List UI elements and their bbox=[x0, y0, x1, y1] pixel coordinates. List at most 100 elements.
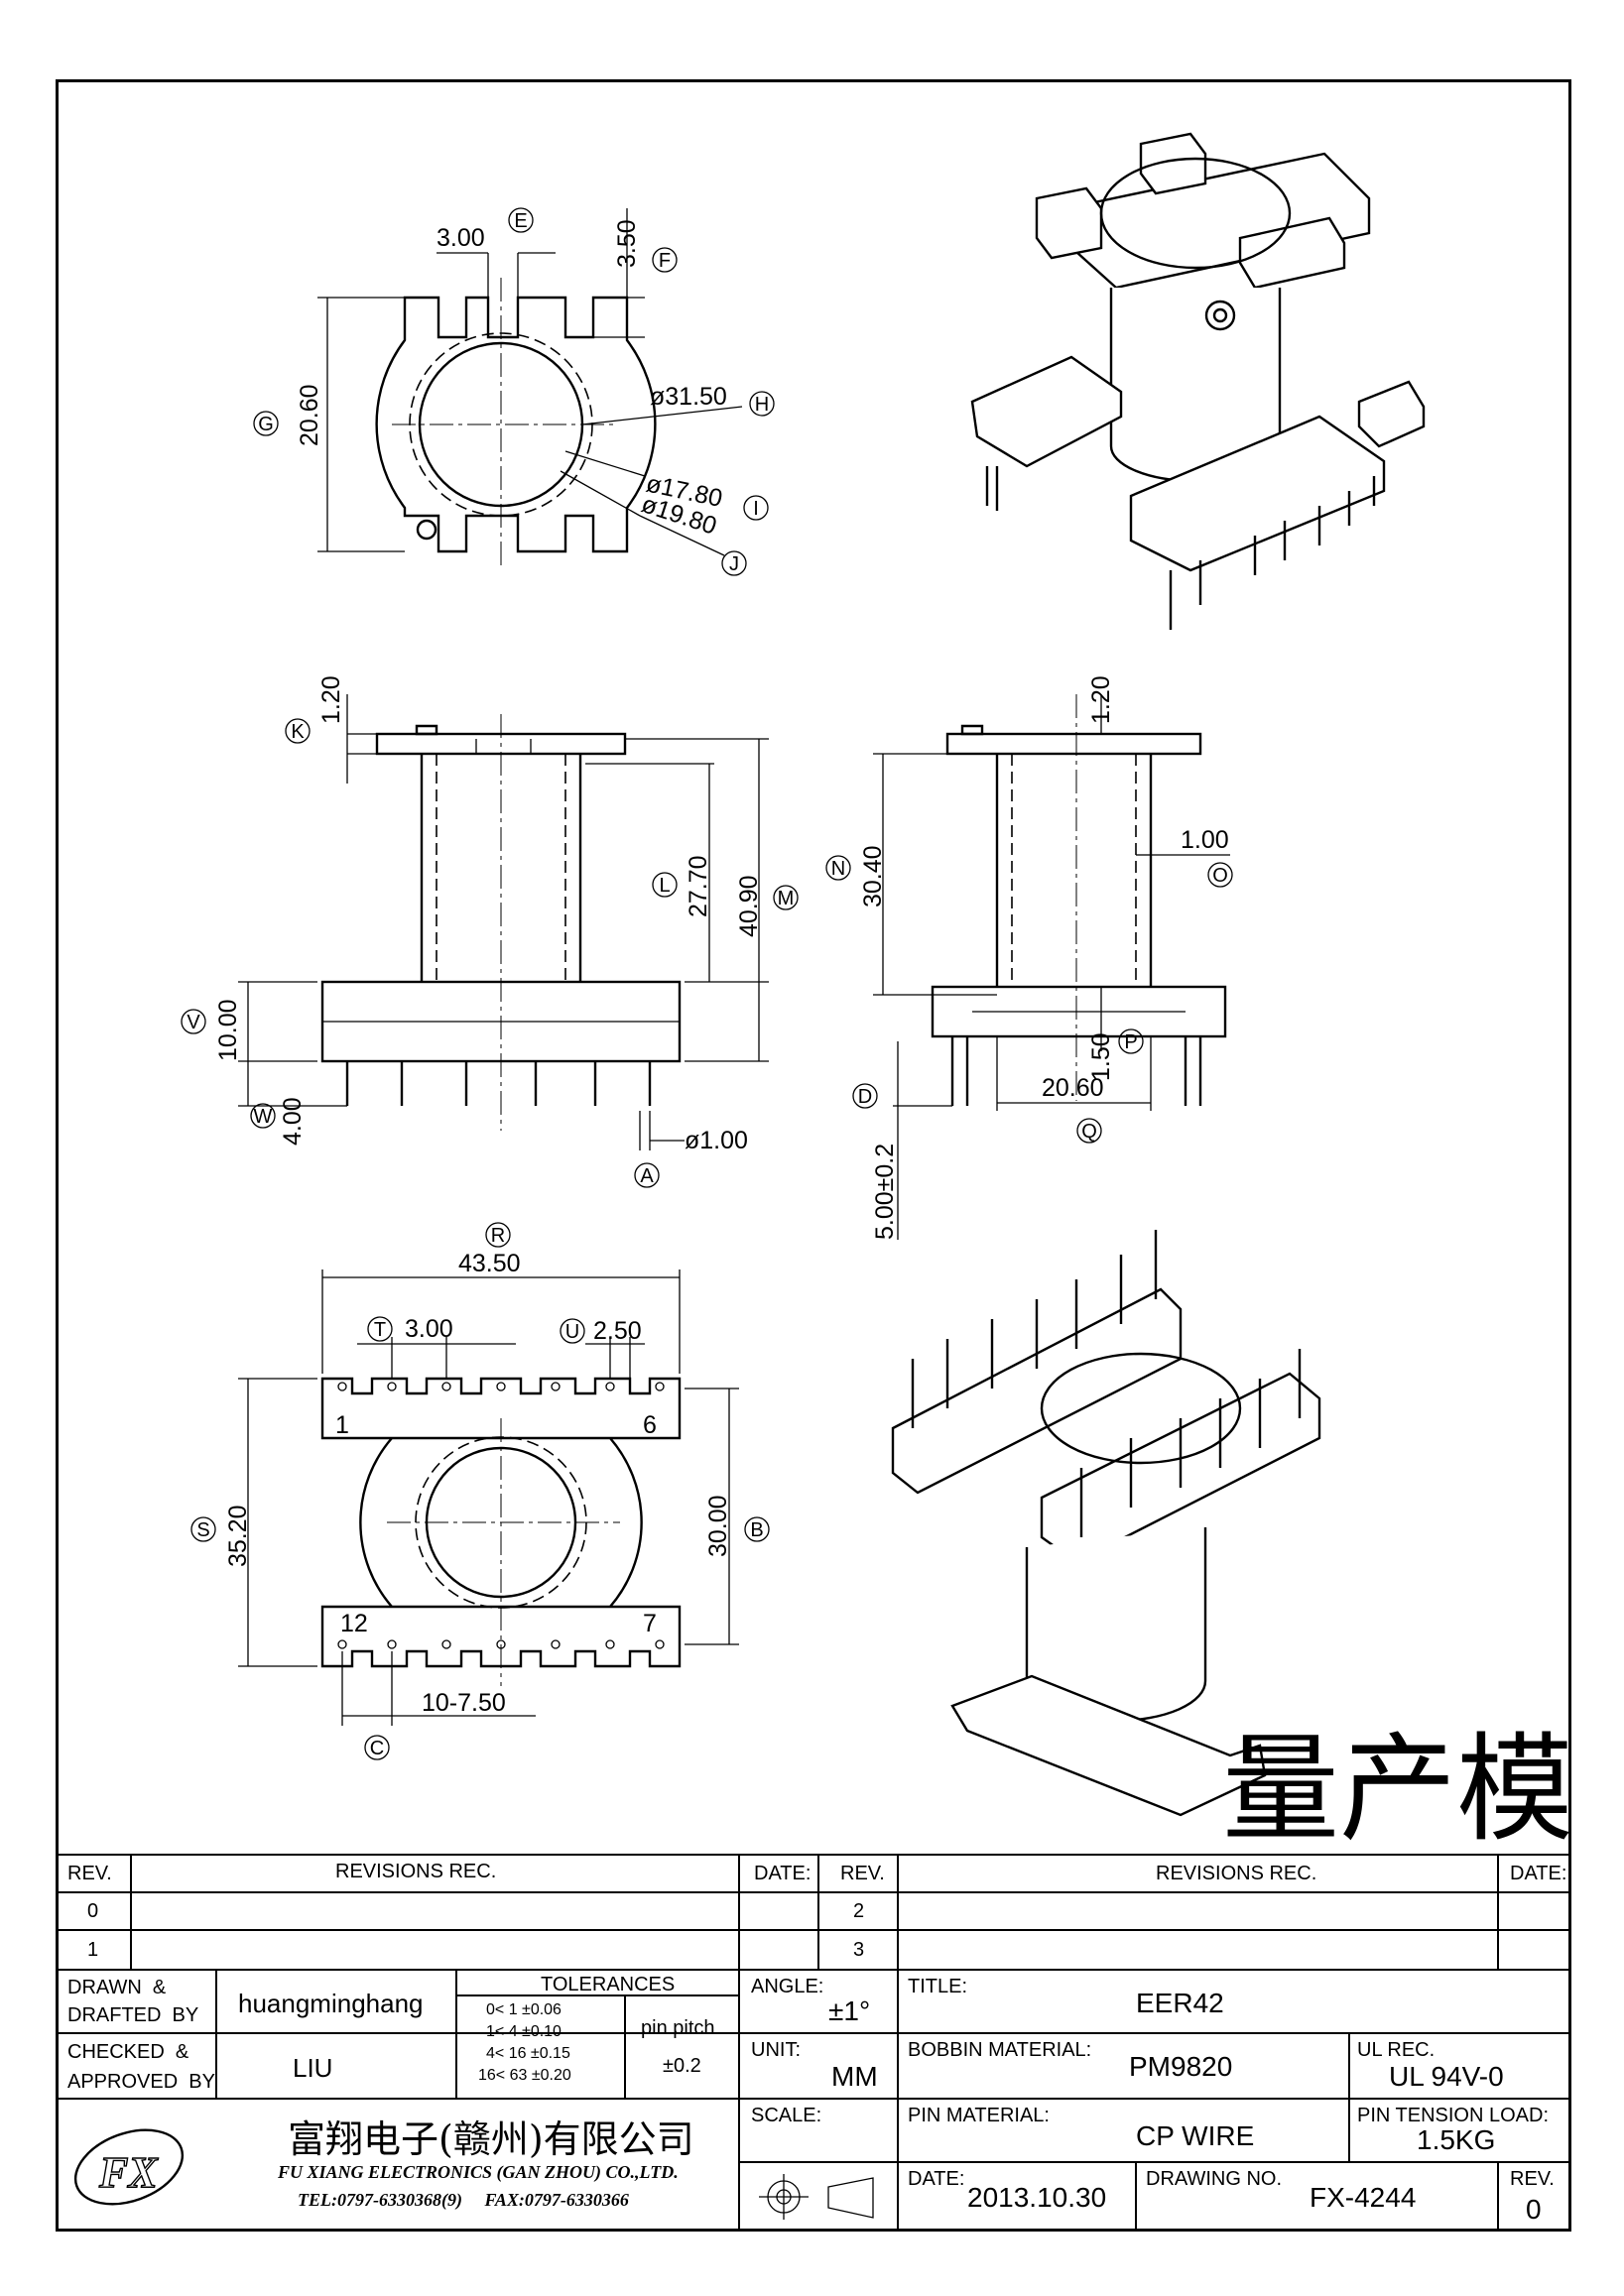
company-name-cn: 富翔电子(赣州)有限公司 bbox=[288, 2117, 694, 2161]
drawn-label: DRAWN & DRAFTED BY bbox=[67, 1977, 199, 2026]
company-logo-icon: FX bbox=[73, 2128, 185, 2206]
rev-header-left: REV. bbox=[67, 1863, 112, 1884]
pin-material-value: CP WIRE bbox=[1136, 2120, 1255, 2151]
mass-production-stamp: 量产模 bbox=[1222, 1721, 1573, 1858]
tolerances-title: TOLERANCES bbox=[541, 1974, 676, 1995]
svg-text:N: N bbox=[831, 858, 845, 880]
title-label: TITLE: bbox=[908, 1976, 968, 1997]
svg-text:D: D bbox=[858, 1086, 872, 1108]
dim-w: 4.00 bbox=[279, 1097, 307, 1146]
checked-label: CHECKED & APPROVED BY bbox=[67, 2041, 215, 2093]
dim-b: 30.00 bbox=[704, 1495, 732, 1557]
side-dim-top: 1.20 bbox=[1087, 675, 1115, 724]
revisions-header-right: REVISIONS REC. bbox=[1156, 1863, 1317, 1884]
tag-m: M bbox=[773, 885, 799, 910]
revisions-header-left: REVISIONS REC. bbox=[335, 1861, 497, 1882]
dim-m: 40.90 bbox=[735, 875, 763, 937]
svg-text:R: R bbox=[491, 1225, 505, 1247]
front-view bbox=[238, 694, 769, 1150]
rev-row-3: 3 bbox=[853, 1939, 865, 1961]
tag-a: A bbox=[634, 1162, 660, 1188]
bobbin-value: PM9820 bbox=[1129, 2051, 1233, 2082]
projection-symbol-icon bbox=[759, 2174, 874, 2220]
svg-text:Q: Q bbox=[1081, 1121, 1097, 1143]
tag-u: U bbox=[560, 1318, 585, 1344]
pin-tension-value: 1.5KG bbox=[1417, 2124, 1496, 2155]
tag-t: T bbox=[367, 1316, 393, 1342]
tag-d: D bbox=[852, 1083, 878, 1109]
side-view bbox=[873, 694, 1230, 1240]
side-view-pins bbox=[950, 1036, 1202, 1106]
dim-t: 3.00 bbox=[405, 1315, 453, 1343]
pin-1: 1 bbox=[335, 1411, 349, 1439]
dim-s: 35.20 bbox=[224, 1505, 252, 1567]
svg-text:P: P bbox=[1124, 1031, 1137, 1053]
svg-text:E: E bbox=[514, 210, 527, 232]
svg-text:V: V bbox=[187, 1012, 200, 1033]
dim-f-height: 3.50 bbox=[613, 219, 641, 268]
tolerance-row-0: 0< 1 ±0.06 bbox=[486, 2001, 562, 2018]
svg-text:C: C bbox=[370, 1738, 384, 1759]
tag-r: R bbox=[485, 1222, 511, 1248]
angle-label: ANGLE: bbox=[751, 1976, 824, 1997]
unit-label: UNIT: bbox=[751, 2039, 801, 2061]
tag-j: J bbox=[721, 550, 747, 576]
svg-text:W: W bbox=[254, 1106, 273, 1128]
tag-c: C bbox=[364, 1735, 390, 1760]
checked-value: LIU bbox=[293, 2053, 333, 2083]
dim-v: 10.00 bbox=[214, 999, 242, 1061]
ul-label: UL REC. bbox=[1357, 2039, 1436, 2061]
drawing-frame bbox=[56, 79, 1571, 2232]
pin-12: 12 bbox=[340, 1610, 368, 1637]
dim-r: 43.50 bbox=[458, 1250, 521, 1277]
date-header-left: DATE: bbox=[754, 1863, 812, 1884]
bottom-view bbox=[238, 1269, 739, 1726]
rev-row-2: 2 bbox=[853, 1900, 865, 1922]
dim-g-height: 20.60 bbox=[296, 384, 323, 446]
scale-label: SCALE: bbox=[751, 2105, 822, 2126]
drawn-value: huangminghang bbox=[238, 1989, 424, 2018]
svg-text:I: I bbox=[753, 498, 759, 520]
tag-p: P bbox=[1118, 1028, 1144, 1054]
svg-text:J: J bbox=[729, 553, 739, 575]
svg-text:K: K bbox=[291, 721, 305, 743]
drawing-no-label: DRAWING NO. bbox=[1146, 2168, 1283, 2190]
angle-value: ±1° bbox=[828, 1995, 871, 2026]
svg-text:A: A bbox=[640, 1165, 654, 1187]
date-header-right: DATE: bbox=[1510, 1863, 1567, 1884]
tag-v: V bbox=[181, 1009, 206, 1034]
tolerance-row-2: 4< 16 ±0.15 bbox=[486, 2045, 570, 2062]
drawing-no-value: FX-4244 bbox=[1310, 2182, 1417, 2213]
tag-n: N bbox=[825, 855, 851, 881]
title-block-grid bbox=[56, 1854, 1571, 2232]
front-view-nub bbox=[415, 724, 438, 736]
company-contact: TEL:0797-6330368(9) FAX:0797-6330366 bbox=[298, 2190, 629, 2210]
tag-b: B bbox=[744, 1516, 770, 1542]
tag-g: G bbox=[253, 411, 279, 436]
unit-value: MM bbox=[831, 2061, 878, 2092]
top-view-pin-hole bbox=[416, 519, 437, 541]
tag-e: E bbox=[508, 207, 534, 233]
svg-text:G: G bbox=[258, 414, 274, 435]
svg-text:S: S bbox=[196, 1519, 209, 1541]
svg-text:M: M bbox=[778, 888, 795, 909]
ul-value: UL 94V-0 bbox=[1389, 2061, 1504, 2092]
side-view-top-flange bbox=[945, 732, 1202, 756]
tag-h: H bbox=[749, 391, 775, 417]
side-view-base bbox=[931, 985, 1227, 1038]
date-value: 2013.10.30 bbox=[967, 2182, 1107, 2213]
isometric-view-bottom bbox=[891, 1230, 1321, 1817]
dim-n: 30.40 bbox=[859, 845, 887, 907]
pin-7: 7 bbox=[643, 1610, 657, 1637]
svg-text:U: U bbox=[565, 1321, 579, 1343]
pin-6: 6 bbox=[643, 1411, 657, 1439]
svg-text:FX: FX bbox=[98, 2148, 159, 2197]
dim-l: 27.70 bbox=[685, 855, 712, 917]
svg-text:B: B bbox=[750, 1519, 763, 1541]
tag-s: S bbox=[190, 1516, 216, 1542]
tag-l: L bbox=[652, 872, 678, 898]
pin-tension-label: PIN TENSION LOAD: bbox=[1357, 2105, 1550, 2126]
dim-d: 5.00±0.2 bbox=[871, 1144, 899, 1240]
title-value: EER42 bbox=[1136, 1988, 1224, 2018]
